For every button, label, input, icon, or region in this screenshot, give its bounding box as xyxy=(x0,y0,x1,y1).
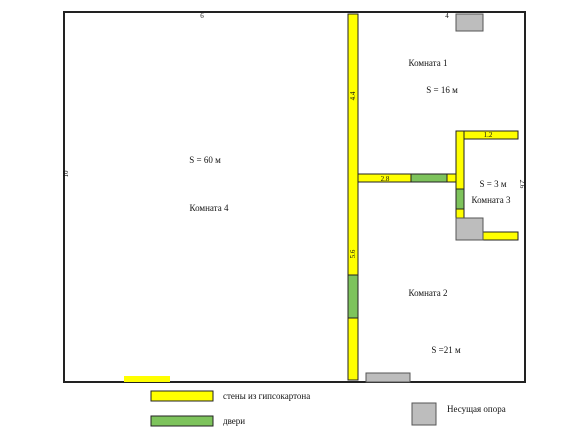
outer-wall xyxy=(63,11,526,383)
room3-bottom-wall xyxy=(482,231,519,241)
dim-wall-upper: 4.4 xyxy=(349,91,357,100)
door-room3 xyxy=(455,188,465,210)
room1-name: Комната 1 xyxy=(409,58,448,68)
legend-drywall-label: стены из гипсокартона xyxy=(223,391,310,401)
room4-name: Комната 4 xyxy=(190,203,229,213)
room2-name: Комната 2 xyxy=(409,288,448,298)
bottom-wall-mark xyxy=(124,376,170,382)
dim-top-left: 6 xyxy=(200,12,204,20)
legend-support-label: Несущая опора xyxy=(447,404,506,414)
main-partition-wall xyxy=(347,13,359,381)
room3-name: Комната 3 xyxy=(472,195,511,205)
dim-top-right: 4 xyxy=(445,12,449,20)
legend-drywall-swatch xyxy=(150,390,214,402)
dim-room3-right: 2.6 xyxy=(518,180,526,189)
room1-area: S = 16 м xyxy=(426,85,458,95)
legend-support-swatch xyxy=(411,402,437,426)
door-main-wall xyxy=(347,274,359,319)
room4-area: S = 60 м xyxy=(189,155,221,165)
dim-room3-top: 1.2 xyxy=(484,131,493,139)
legend-door-swatch xyxy=(150,415,214,427)
dim-wall-lower: 5.6 xyxy=(349,249,357,258)
dim-left: 10 xyxy=(62,170,70,178)
door-horizontal-partition xyxy=(410,173,448,183)
support-bottom xyxy=(365,372,411,383)
room3-area: S = 3 м xyxy=(479,179,506,189)
dim-partition: 2.8 xyxy=(381,175,390,183)
support-top-right xyxy=(455,13,484,32)
room2-area: S =21 м xyxy=(431,345,461,355)
legend-door-label: двери xyxy=(223,416,245,426)
support-room3 xyxy=(455,217,484,241)
